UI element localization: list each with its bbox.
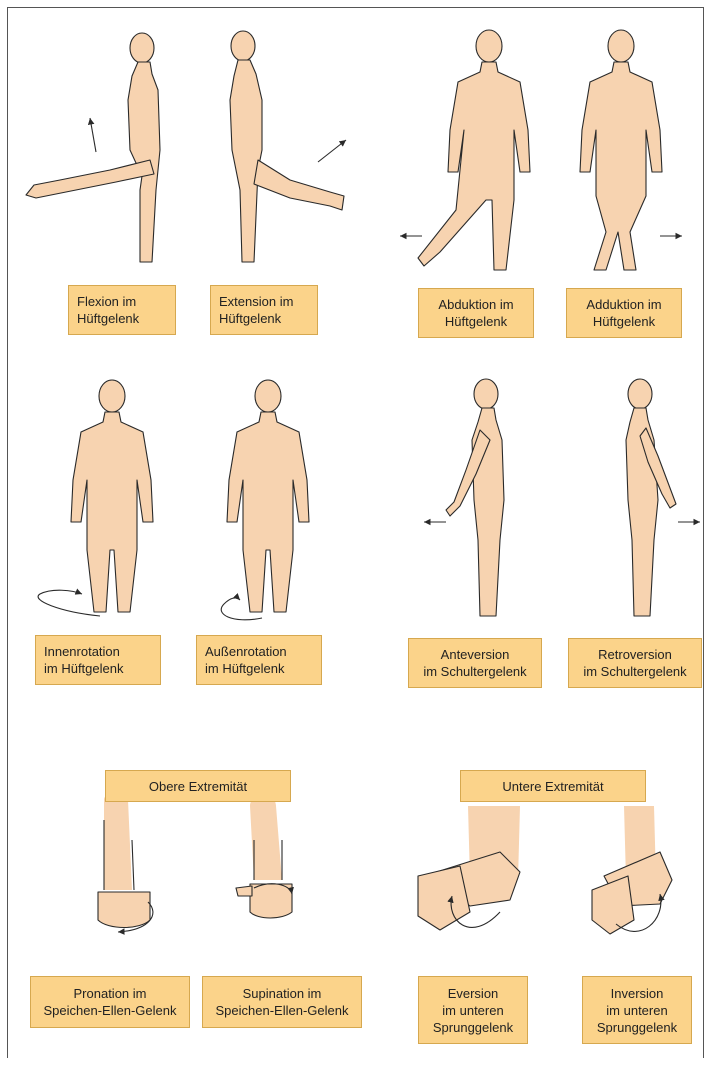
extension-arrow [318,140,346,162]
figure-abduktion [418,30,530,270]
header-untere-extremitaet: Untere Extremität [460,770,646,802]
figure-eversion [418,806,520,930]
figure-flexion [26,33,160,262]
header-obere-extremitaet: Obere Extremität [105,770,291,802]
figure-pronation [98,793,150,928]
figure-anteversion [446,379,504,616]
innenrotation-arrow [38,590,100,616]
figure-retroversion [626,379,676,616]
figure-inversion [592,806,672,934]
flexion-arrow [90,118,96,152]
figure-innenrotation [71,380,153,612]
figure-adduktion [580,30,662,270]
figure-aussenrotation [227,380,309,612]
figure-supination [236,796,292,919]
figure-extension [230,31,344,262]
